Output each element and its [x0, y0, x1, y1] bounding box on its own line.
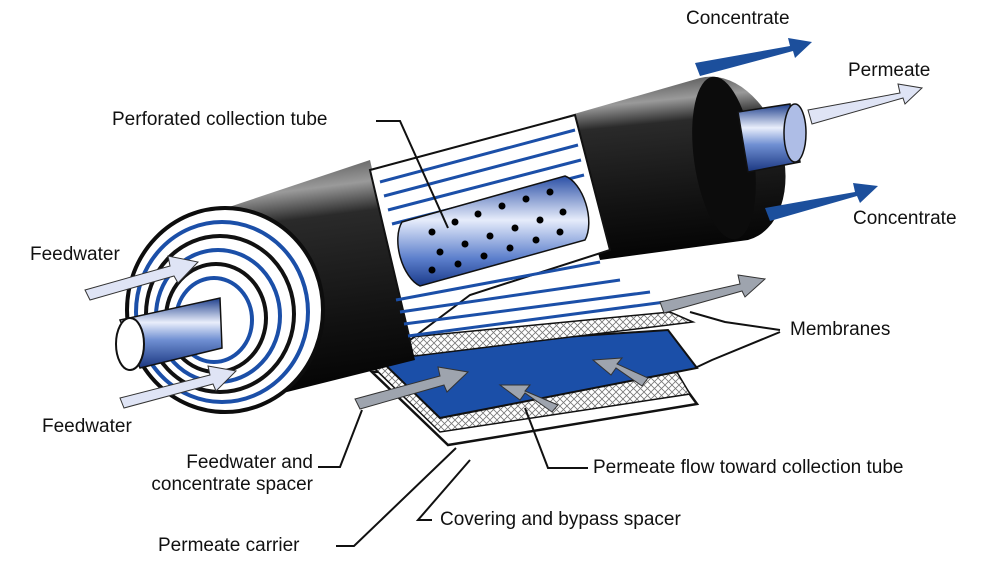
feedwater-arrow-top [84, 255, 199, 301]
permeate-flow-arrow-2 [591, 357, 649, 387]
label-concentrate-right: Concentrate [853, 208, 957, 229]
spacer-flow-arrow-in [354, 366, 470, 410]
label-feedwater-spacer-line1: Feedwater and [186, 452, 313, 473]
label-feedwater-spacer-line2: concentrate spacer [151, 474, 313, 495]
label-covering-bypass-spacer: Covering and bypass spacer [440, 509, 681, 530]
label-perforated-collection-tube: Perforated collection tube [112, 109, 328, 130]
concentrate-arrow-right [765, 183, 878, 221]
perforated-collection-tube [397, 175, 590, 287]
leader-lines [318, 120, 781, 547]
label-permeate-flow: Permeate flow toward collection tube [593, 457, 904, 478]
feedwater-arrow-bottom [119, 365, 238, 409]
permeate-arrow [807, 83, 924, 125]
label-permeate: Permeate [848, 60, 931, 81]
flow-arrows [84, 38, 924, 413]
label-feedwater-top: Feedwater [30, 244, 120, 265]
label-permeate-carrier: Permeate carrier [158, 535, 300, 556]
permeate-flow-arrow-1 [498, 384, 559, 413]
label-membranes: Membranes [790, 319, 891, 340]
label-concentrate-top: Concentrate [686, 8, 790, 29]
concentrate-arrow-top [695, 38, 812, 76]
label-feedwater-bottom: Feedwater [42, 416, 132, 437]
membrane-cylinder [115, 76, 807, 414]
spacer-flow-arrow-out [659, 274, 767, 314]
